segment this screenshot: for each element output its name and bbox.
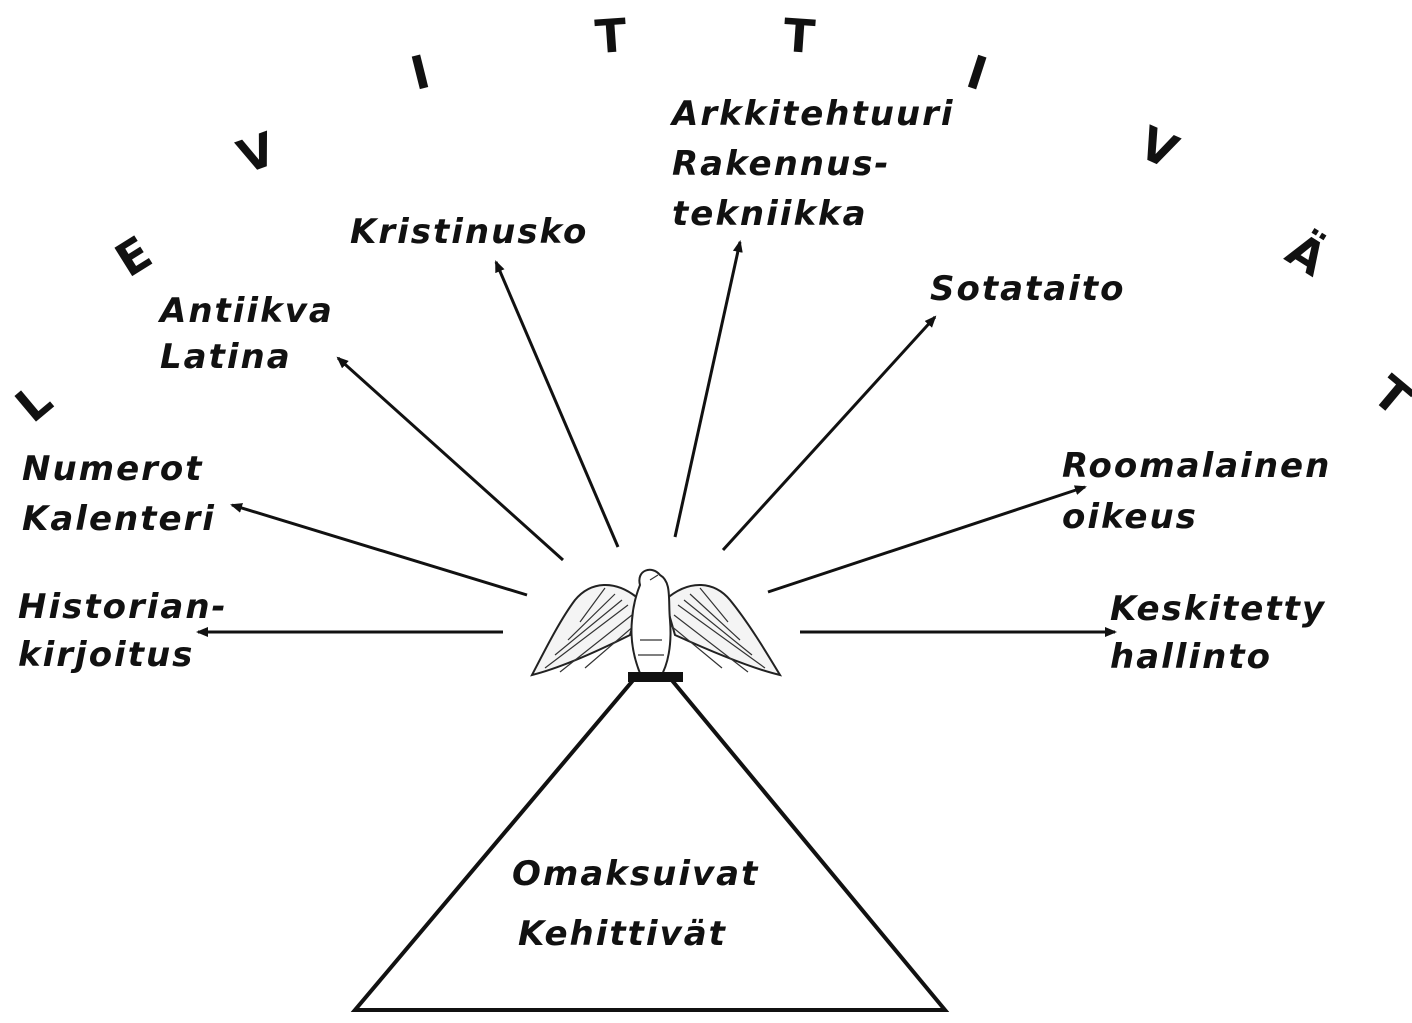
label-arkkitehtuuri-line3: tekniikka <box>672 194 868 234</box>
label-sotataito: Sotataito <box>930 269 1126 309</box>
label-arkkitehtuuri: Arkkitehtuuri Rakennus- tekniikka <box>669 94 955 234</box>
arrow-sotataito <box>723 317 935 550</box>
arc-letter-6: T <box>782 8 818 64</box>
label-hallinto: Keskitetty hallinto <box>1110 589 1326 677</box>
arrow-arkkitehtuuri <box>675 242 740 537</box>
eagle-icon <box>532 570 780 682</box>
label-sotataito-line1: Sotataito <box>930 269 1126 309</box>
label-historia: Historian- kirjoitus <box>18 587 228 675</box>
label-kristinusko: Kristinusko <box>350 212 588 252</box>
label-numerot-line1: Numerot <box>22 449 204 489</box>
label-arkkitehtuuri-line2: Rakennus- <box>672 144 891 184</box>
arrow-oikeus <box>768 487 1085 592</box>
label-hallinto-line2: hallinto <box>1110 637 1272 677</box>
arrow-numerot <box>232 505 527 595</box>
base-label-line1: Omaksuivat <box>512 854 759 894</box>
arc-letter-3: V <box>231 121 283 184</box>
label-historia-line2: kirjoitus <box>18 635 194 675</box>
label-antiikva: Antiikva Latina <box>157 291 334 377</box>
arc-letter-8: V <box>1131 115 1186 179</box>
label-antiikva-line1: Antiikva <box>157 291 334 331</box>
label-antiikva-line2: Latina <box>160 337 292 377</box>
label-kristinusko-line1: Kristinusko <box>350 212 588 252</box>
arc-letter-7: I <box>960 44 993 101</box>
label-arkkitehtuuri-line1: Arkkitehtuuri <box>669 94 955 134</box>
label-numerot-line2: Kalenteri <box>22 499 216 539</box>
label-historia-line1: Historian- <box>18 587 228 627</box>
label-numerot: Numerot Kalenteri <box>22 449 216 539</box>
label-oikeus-line1: Roomalainen <box>1062 446 1331 486</box>
base-label-line2: Kehittivät <box>518 914 727 954</box>
label-hallinto-line1: Keskitetty <box>1110 589 1326 629</box>
arc-letter-4: I <box>405 44 435 101</box>
arrow-antiikva <box>338 358 563 560</box>
arc-letter-10: T <box>1363 365 1412 427</box>
arc-letter-5: T <box>593 8 629 64</box>
pyramid-base <box>355 678 945 1010</box>
label-oikeus-line2: oikeus <box>1062 497 1198 537</box>
arrow-kristinusko <box>496 262 618 547</box>
arc-letter-1: L <box>5 373 62 433</box>
arc-letter-9: Ä <box>1277 222 1336 287</box>
label-oikeus: Roomalainen oikeus <box>1062 446 1331 537</box>
arc-letter-2: E <box>106 225 161 287</box>
